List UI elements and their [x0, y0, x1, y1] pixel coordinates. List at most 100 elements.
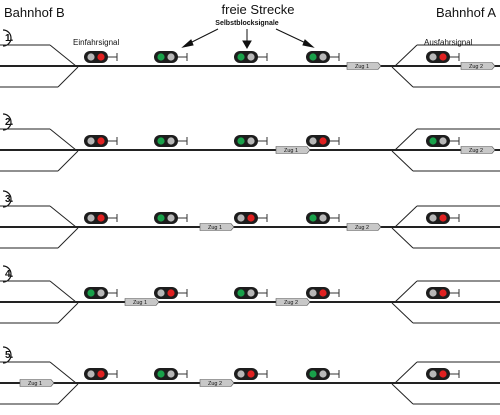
signal-block-3: [306, 212, 340, 224]
signal-lamp-left: [429, 53, 437, 61]
train-label: Zug 1: [284, 148, 298, 154]
signal-lamp-left: [429, 370, 437, 378]
signal-lamp-right: [319, 370, 327, 378]
signal-block-1: [154, 135, 188, 147]
turnout-a-lower: [391, 302, 414, 324]
train-label: Zug 1: [28, 381, 42, 387]
signal-lamp-left: [237, 137, 245, 145]
turnout-b-upper: [49, 128, 77, 151]
signal-lamp-left: [87, 289, 95, 297]
signal-block-3: [306, 287, 340, 299]
scene-number-circle: [2, 113, 12, 131]
signal-lamp-right: [247, 137, 255, 145]
turnout-a-upper: [394, 361, 418, 384]
signal-ausfahrsignal: [426, 368, 460, 380]
train-1: Zug 1: [275, 146, 311, 154]
train-2: Zug 2: [346, 223, 382, 231]
turnout-b-lower: [57, 150, 79, 172]
signal-lamp-right: [247, 370, 255, 378]
signal-lamp-left: [237, 214, 245, 222]
train-body: [346, 223, 382, 231]
signal-block-2: [234, 51, 268, 63]
signal-lamp-left: [309, 137, 317, 145]
signal-lamp-left: [309, 53, 317, 61]
signal-block-3: [306, 51, 340, 63]
turnout-a-lower: [391, 66, 414, 88]
train-body: [460, 146, 496, 154]
signal-block-1: [154, 212, 188, 224]
signal-lamp-right: [247, 214, 255, 222]
signal-lamp-right: [319, 289, 327, 297]
turnout-b-lower: [57, 383, 79, 405]
turnout-b-upper: [49, 280, 77, 303]
signal-einfahrsignal: [84, 51, 118, 63]
turnout-a-lower: [391, 383, 414, 405]
signal-lamp-right: [319, 53, 327, 61]
signal-block-1: [154, 51, 188, 63]
signal-lamp-left: [157, 370, 165, 378]
signal-lamp-left: [157, 53, 165, 61]
scene-number-circle: [2, 190, 12, 208]
scene-number: 1.: [5, 33, 14, 44]
signal-lamp-left: [87, 137, 95, 145]
signal-lamp-right: [97, 214, 105, 222]
signal-lamp-right: [167, 214, 175, 222]
signal-block-2: [234, 287, 268, 299]
scene-1: 1. Zug 1 Zug 2: [0, 29, 500, 88]
signal-block-1: [154, 368, 188, 380]
signal-lamp-right: [319, 137, 327, 145]
signal-lamp-right: [439, 289, 447, 297]
signal-lamp-right: [247, 53, 255, 61]
train-label: Zug 2: [355, 225, 369, 231]
signal-lamp-left: [237, 370, 245, 378]
turnout-a-lower: [391, 150, 414, 172]
signal-lamp-left: [429, 289, 437, 297]
label-selbstblocksignale: Selbstblocksignale: [215, 20, 279, 27]
signal-lamp-left: [157, 214, 165, 222]
scene-number-circle: [2, 29, 12, 47]
signal-lamp-right: [97, 289, 105, 297]
header-bahnhof-b: Bahnhof B: [4, 5, 65, 20]
signal-ausfahrsignal: [426, 212, 460, 224]
signal-lamp-right: [167, 289, 175, 297]
train-label: Zug 1: [355, 64, 369, 70]
turnout-b-upper: [49, 44, 77, 67]
turnout-a-upper: [394, 128, 418, 151]
signal-lamp-left: [429, 137, 437, 145]
train-1: Zug 1: [346, 62, 382, 70]
signal-lamp-right: [97, 370, 105, 378]
scene-number: 2.: [5, 117, 14, 128]
label-einfahrsignal: Einfahrsignal: [73, 38, 119, 47]
signal-einfahrsignal: [84, 287, 118, 299]
train-2: Zug 2: [460, 62, 496, 70]
train-label: Zug 2: [469, 148, 483, 154]
signal-lamp-left: [87, 214, 95, 222]
turnout-a-upper: [394, 280, 418, 303]
train-2: Zug 2: [275, 298, 311, 306]
signal-einfahrsignal: [84, 212, 118, 224]
scene-number-circle: [2, 265, 12, 283]
signal-lamp-left: [309, 289, 317, 297]
signal-block-3: [306, 135, 340, 147]
signal-lamp-right: [247, 289, 255, 297]
signal-einfahrsignal: [84, 135, 118, 147]
signal-lamp-left: [309, 370, 317, 378]
scene-2: 2. Zug 1 Zug 2: [0, 113, 500, 172]
signal-lamp-right: [439, 214, 447, 222]
train-body: [346, 62, 382, 70]
train-label: Zug 2: [284, 300, 298, 306]
signal-lamp-right: [439, 137, 447, 145]
signal-lamp-left: [237, 289, 245, 297]
train-2: Zug 2: [199, 379, 235, 387]
train-2: Zug 2: [460, 146, 496, 154]
signal-ausfahrsignal: [426, 287, 460, 299]
turnout-b-lower: [57, 302, 79, 324]
scene-number: 5.: [5, 350, 14, 361]
signal-lamp-left: [87, 53, 95, 61]
train-body: [199, 379, 235, 387]
signal-block-2: [234, 212, 268, 224]
